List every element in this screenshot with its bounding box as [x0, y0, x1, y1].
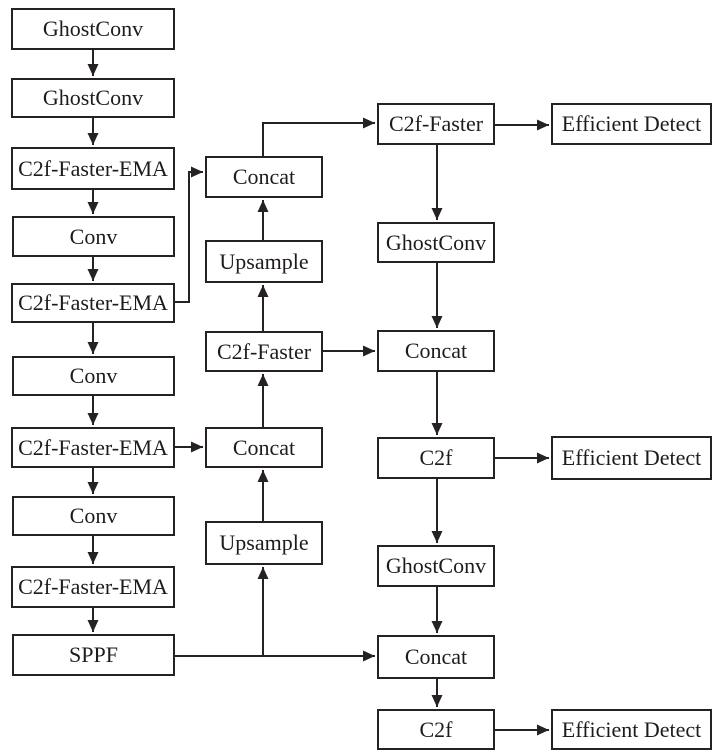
node-backbone-conv-1: Conv: [12, 216, 175, 257]
node-neck-concat-1: Concat: [205, 156, 323, 198]
node-head-ghostconv-1: GhostConv: [377, 222, 495, 263]
node-head-concat-2: Concat: [377, 635, 495, 679]
node-backbone-c2f-faster-ema-1: C2f-Faster-EMA: [11, 147, 175, 190]
node-neck-c2f-faster: C2f-Faster: [205, 331, 323, 372]
node-detect-1: Efficient Detect: [551, 103, 712, 145]
node-backbone-sppf: SPPF: [12, 634, 175, 676]
node-backbone-conv-3: Conv: [12, 496, 175, 536]
node-head-c2f-1: C2f: [377, 437, 495, 479]
node-detect-3: Efficient Detect: [551, 709, 712, 750]
edge-neck-concat-1--to--head-c2f-faster: [262, 117, 375, 156]
diagram-edges: [87, 50, 549, 736]
node-backbone-ghostconv-2: GhostConv: [11, 78, 175, 118]
node-neck-concat-2: Concat: [205, 427, 323, 468]
node-backbone-c2f-faster-ema-2: C2f-Faster-EMA: [11, 283, 175, 323]
node-head-c2f-2: C2f: [377, 709, 495, 750]
node-detect-2: Efficient Detect: [551, 436, 712, 480]
node-neck-upsample-2: Upsample: [205, 521, 323, 565]
node-backbone-conv-2: Conv: [12, 356, 175, 396]
node-head-concat-1: Concat: [377, 330, 495, 372]
node-head-c2f-faster: C2f-Faster: [377, 103, 495, 145]
node-backbone-ghostconv-1: GhostConv: [11, 8, 175, 50]
node-backbone-c2f-faster-ema-4: C2f-Faster-EMA: [11, 566, 175, 608]
node-head-ghostconv-2: GhostConv: [377, 545, 495, 587]
node-backbone-c2f-faster-ema-3: C2f-Faster-EMA: [11, 427, 175, 468]
node-neck-upsample-1: Upsample: [205, 240, 323, 283]
edge-backbone-c2f-faster-ema-2--to--neck-concat-1: [175, 166, 203, 303]
